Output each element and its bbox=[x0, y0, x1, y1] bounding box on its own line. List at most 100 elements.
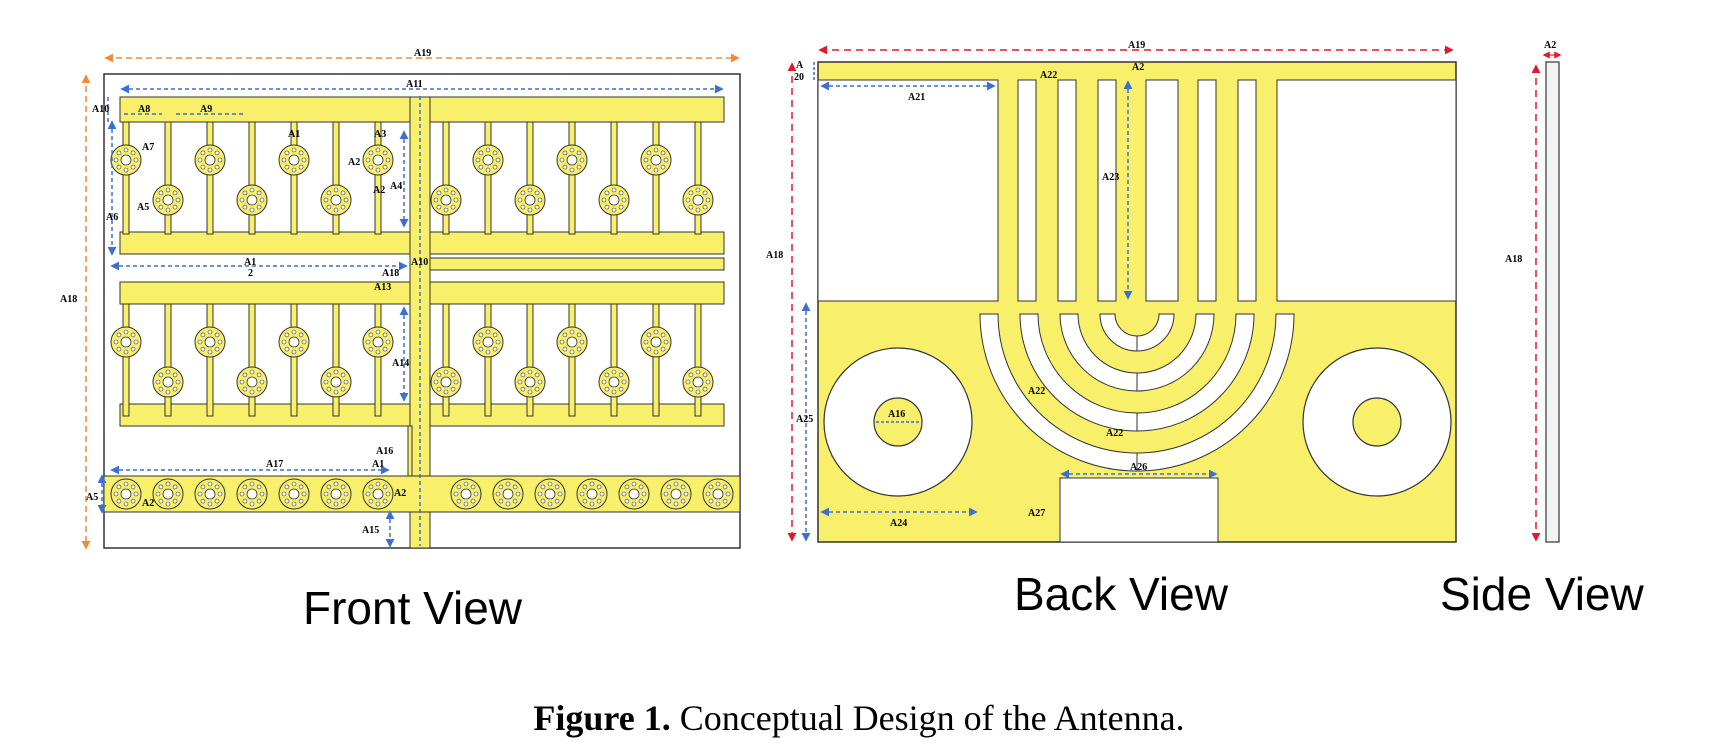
patch-hole bbox=[323, 197, 329, 203]
patch-hole bbox=[618, 190, 624, 196]
patch-hole bbox=[123, 501, 129, 507]
patch-hole bbox=[242, 190, 248, 196]
patch-hole bbox=[562, 164, 568, 170]
patch-hole bbox=[343, 197, 349, 203]
patch-hole bbox=[333, 369, 339, 375]
patch-hole bbox=[495, 339, 501, 345]
patch-hole bbox=[281, 491, 287, 497]
patch-hole bbox=[534, 190, 540, 196]
patch-hole bbox=[340, 484, 346, 490]
patch-hole bbox=[485, 167, 491, 173]
patch-hole bbox=[527, 389, 533, 395]
patch-hole bbox=[326, 190, 332, 196]
patch-hole bbox=[375, 167, 381, 173]
patch-hole bbox=[123, 167, 129, 173]
patch-hole bbox=[562, 150, 568, 156]
patch-hole bbox=[343, 379, 349, 385]
back-arc-slot bbox=[1136, 313, 1295, 472]
back-dimensions bbox=[787, 45, 1454, 542]
patch-hole bbox=[453, 491, 459, 497]
patch-hole bbox=[688, 386, 694, 392]
patch-hole bbox=[249, 389, 255, 395]
patch-hole bbox=[540, 498, 546, 504]
dim-label: A9 bbox=[200, 104, 212, 115]
patch-hole bbox=[683, 491, 689, 497]
patch-hole bbox=[368, 346, 374, 352]
dim-label: A2 bbox=[142, 498, 154, 509]
patch-hole bbox=[256, 204, 262, 210]
patch-hole bbox=[557, 491, 563, 497]
patch-hole bbox=[259, 379, 265, 385]
radiating-patch bbox=[492, 478, 524, 510]
dim-label: A10 bbox=[92, 104, 109, 115]
patch-hole bbox=[333, 207, 339, 213]
dim-label: A7 bbox=[142, 142, 154, 153]
patch-hole bbox=[133, 491, 139, 497]
patch-center-hole bbox=[692, 376, 704, 388]
patch-hole bbox=[611, 369, 617, 375]
patch-hole bbox=[589, 501, 595, 507]
patch-hole bbox=[708, 498, 714, 504]
patch-hole bbox=[155, 491, 161, 497]
patch-center-hole bbox=[204, 154, 216, 166]
patch-hole bbox=[495, 491, 501, 497]
patch-hole bbox=[576, 332, 582, 338]
patch-hole bbox=[284, 164, 290, 170]
patch-hole bbox=[284, 150, 290, 156]
dim-label: A16 bbox=[888, 409, 905, 420]
patch-hole bbox=[646, 346, 652, 352]
patch-hole bbox=[450, 372, 456, 378]
patch-hole bbox=[463, 481, 469, 487]
patch-hole bbox=[368, 332, 374, 338]
patch-hole bbox=[443, 187, 449, 193]
patch-hole bbox=[333, 501, 339, 507]
patch-hole bbox=[534, 204, 540, 210]
radiating-patch bbox=[450, 478, 482, 510]
patch-hole bbox=[611, 389, 617, 395]
patch-hole bbox=[443, 207, 449, 213]
radiating-patch bbox=[534, 478, 566, 510]
patch-hole bbox=[113, 339, 119, 345]
patch-hole bbox=[301, 491, 307, 497]
patch-hole bbox=[256, 372, 262, 378]
patch-hole bbox=[646, 150, 652, 156]
patch-hole bbox=[559, 339, 565, 345]
patch-hole bbox=[618, 386, 624, 392]
back-arcs bbox=[979, 313, 1295, 472]
patch-hole bbox=[569, 349, 575, 355]
dim-label: A22 bbox=[1106, 428, 1123, 439]
radiating-patch bbox=[362, 326, 394, 358]
patch-hole bbox=[582, 484, 588, 490]
patch-hole bbox=[217, 157, 223, 163]
patch-center-hole bbox=[524, 376, 536, 388]
patch-hole bbox=[165, 389, 171, 395]
radiating-patch bbox=[236, 366, 268, 398]
dim-label: A10 bbox=[411, 257, 428, 268]
patch-hole bbox=[450, 204, 456, 210]
patch-hole bbox=[582, 498, 588, 504]
patch-hole bbox=[214, 164, 220, 170]
radiating-patch bbox=[236, 184, 268, 216]
patch-hole bbox=[214, 346, 220, 352]
patch-hole bbox=[695, 187, 701, 193]
patch-hole bbox=[375, 349, 381, 355]
patch-hole bbox=[492, 332, 498, 338]
patch-hole bbox=[715, 481, 721, 487]
dim-label: A2 bbox=[1544, 40, 1556, 51]
dim-label: A2 bbox=[348, 157, 360, 168]
patch-hole bbox=[291, 501, 297, 507]
patch-hole bbox=[340, 372, 346, 378]
radiating-patch bbox=[430, 184, 462, 216]
patch-hole bbox=[249, 369, 255, 375]
patch-hole bbox=[624, 484, 630, 490]
patch-hole bbox=[340, 204, 346, 210]
patch-hole bbox=[375, 147, 381, 153]
front-view-label: Front View bbox=[303, 582, 523, 634]
patch-hole bbox=[702, 204, 708, 210]
back-arc-slot bbox=[1136, 313, 1255, 432]
patch-hole bbox=[443, 389, 449, 395]
radiating-patch bbox=[110, 326, 142, 358]
patch-hole bbox=[673, 481, 679, 487]
patch-hole bbox=[385, 491, 391, 497]
patch-hole bbox=[291, 349, 297, 355]
